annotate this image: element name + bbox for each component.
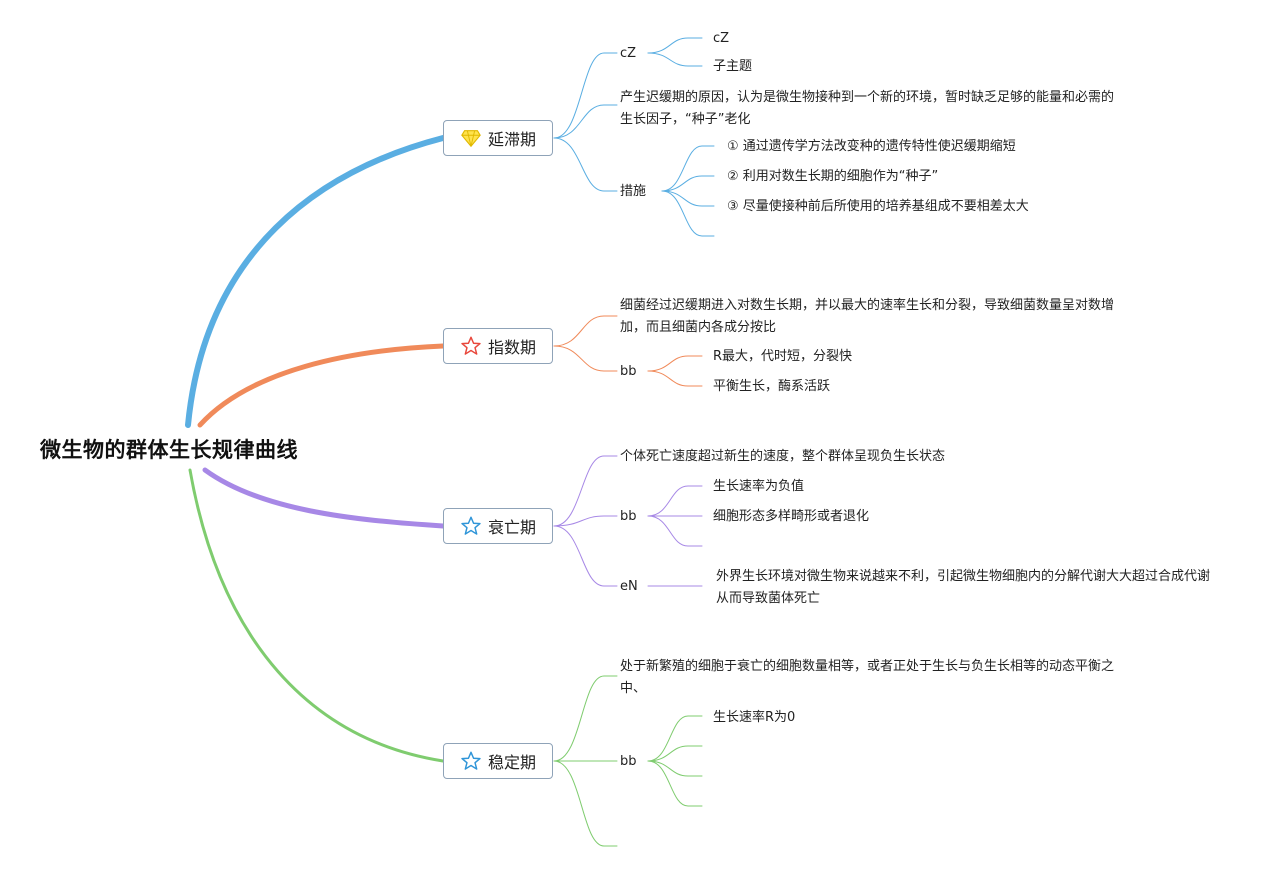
lag-measure-3[interactable]: ③ 尽量使接种前后所使用的培养基组成不要相差太大 — [727, 199, 1029, 214]
death-bb-fan-2 — [647, 515, 703, 547]
stable-bb-fan-2 — [647, 760, 703, 777]
lag-measure-fan-1 — [661, 175, 715, 192]
main-line-lag — [185, 135, 446, 428]
exp-bb-item-1[interactable]: R最大，代时短，分裂快 — [713, 349, 853, 364]
lag-cz-fan-0 — [647, 37, 703, 54]
death-fan-0 — [553, 455, 618, 527]
lag-measure-fan-2 — [661, 190, 715, 207]
branch-lag-phase[interactable]: 延滞期 — [443, 120, 553, 156]
exp-bb-fan-1 — [647, 370, 703, 387]
stable-bb-item-1[interactable]: 生长速率R为0 — [713, 710, 796, 725]
death-bb-label[interactable]: bb — [620, 509, 637, 524]
lag-measure-2[interactable]: ② 利用对数生长期的细胞作为“种子” — [727, 169, 939, 184]
stable-fan-0 — [553, 675, 618, 762]
exp-bb-label[interactable]: bb — [620, 364, 637, 379]
branch-stable-phase-label: 稳定期 — [487, 753, 536, 772]
branch-death-phase[interactable]: 衰亡期 — [443, 508, 553, 544]
main-line-death — [202, 467, 446, 529]
lag-cz-label[interactable]: cZ — [620, 46, 637, 61]
lag-measure-1[interactable]: ① 通过遗传学方法改变种的遗传特性使迟缓期缩短 — [727, 139, 1016, 154]
lag-measure-fan-3 — [661, 190, 715, 237]
star-icon — [460, 335, 482, 357]
lag-fan-1 — [553, 104, 618, 139]
branch-lag-phase-label: 延滞期 — [487, 130, 536, 149]
death-bb-item-1[interactable]: 生长速率为负值 — [713, 479, 805, 494]
death-bb-fan-0 — [647, 485, 703, 517]
exp-bb-item-2[interactable]: 平衡生长，酶系活跃 — [713, 379, 831, 394]
lag-cz-fan-1 — [647, 52, 703, 67]
star-outline-icon — [460, 750, 482, 772]
branch-exponential-phase-label: 指数期 — [487, 338, 536, 357]
lag-cause-text[interactable]: 产生迟缓期的原因，认为是微生物接种到一个新的环境，暂时缺乏足够的能量和必需的生长… — [620, 90, 1115, 127]
stable-fan-2 — [553, 760, 618, 847]
stable-bb-fan-0 — [647, 715, 703, 762]
exp-bb-fan-0 — [647, 355, 703, 372]
death-en-label[interactable]: eN — [620, 579, 638, 594]
exp-fan-1 — [553, 345, 618, 372]
diamond-icon — [460, 127, 482, 149]
branch-death-phase-label: 衰亡期 — [487, 518, 536, 537]
stable-bb-fan-3 — [647, 760, 703, 807]
root-topic[interactable]: 微生物的群体生长规律曲线 — [40, 438, 298, 462]
lag-measure-fan-0 — [661, 145, 715, 192]
branch-stable-phase[interactable]: 稳定期 — [443, 743, 553, 779]
exp-fan-0 — [553, 315, 618, 347]
lag-measures-label[interactable]: 措施 — [620, 184, 647, 199]
stable-desc-text[interactable]: 处于新繁殖的细胞于衰亡的细胞数量相等，或者正处于生长与负生长相等的动态平衡之中、 — [620, 659, 1115, 696]
main-line-stable — [188, 468, 445, 763]
star-outline-icon — [460, 515, 482, 537]
stable-bb-label[interactable]: bb — [620, 754, 637, 769]
death-fan-2 — [553, 525, 618, 587]
main-line-exp — [197, 343, 446, 428]
death-en-text[interactable]: 外界生长环境对微生物来说越来不利，引起微生物细胞内的分解代谢大大超过合成代谢从而… — [716, 569, 1211, 606]
exp-desc-text[interactable]: 细菌经过迟缓期进入对数生长期，并以最大的速率生长和分裂，导致细菌数量呈对数增加，… — [620, 298, 1115, 335]
death-bb-item-2[interactable]: 细胞形态多样畸形或者退化 — [713, 509, 870, 524]
lag-fan-2 — [553, 137, 618, 192]
death-fan-1 — [553, 515, 618, 527]
death-desc-text[interactable]: 个体死亡速度超过新生的速度，整个群体呈现负生长状态 — [620, 449, 946, 464]
branch-exponential-phase[interactable]: 指数期 — [443, 328, 553, 364]
lag-cz-sub-2[interactable]: 子主题 — [713, 59, 753, 74]
lag-cz-sub-1[interactable]: cZ — [713, 31, 730, 46]
stable-bb-fan-1 — [647, 745, 703, 762]
lag-fan-0 — [553, 52, 618, 139]
